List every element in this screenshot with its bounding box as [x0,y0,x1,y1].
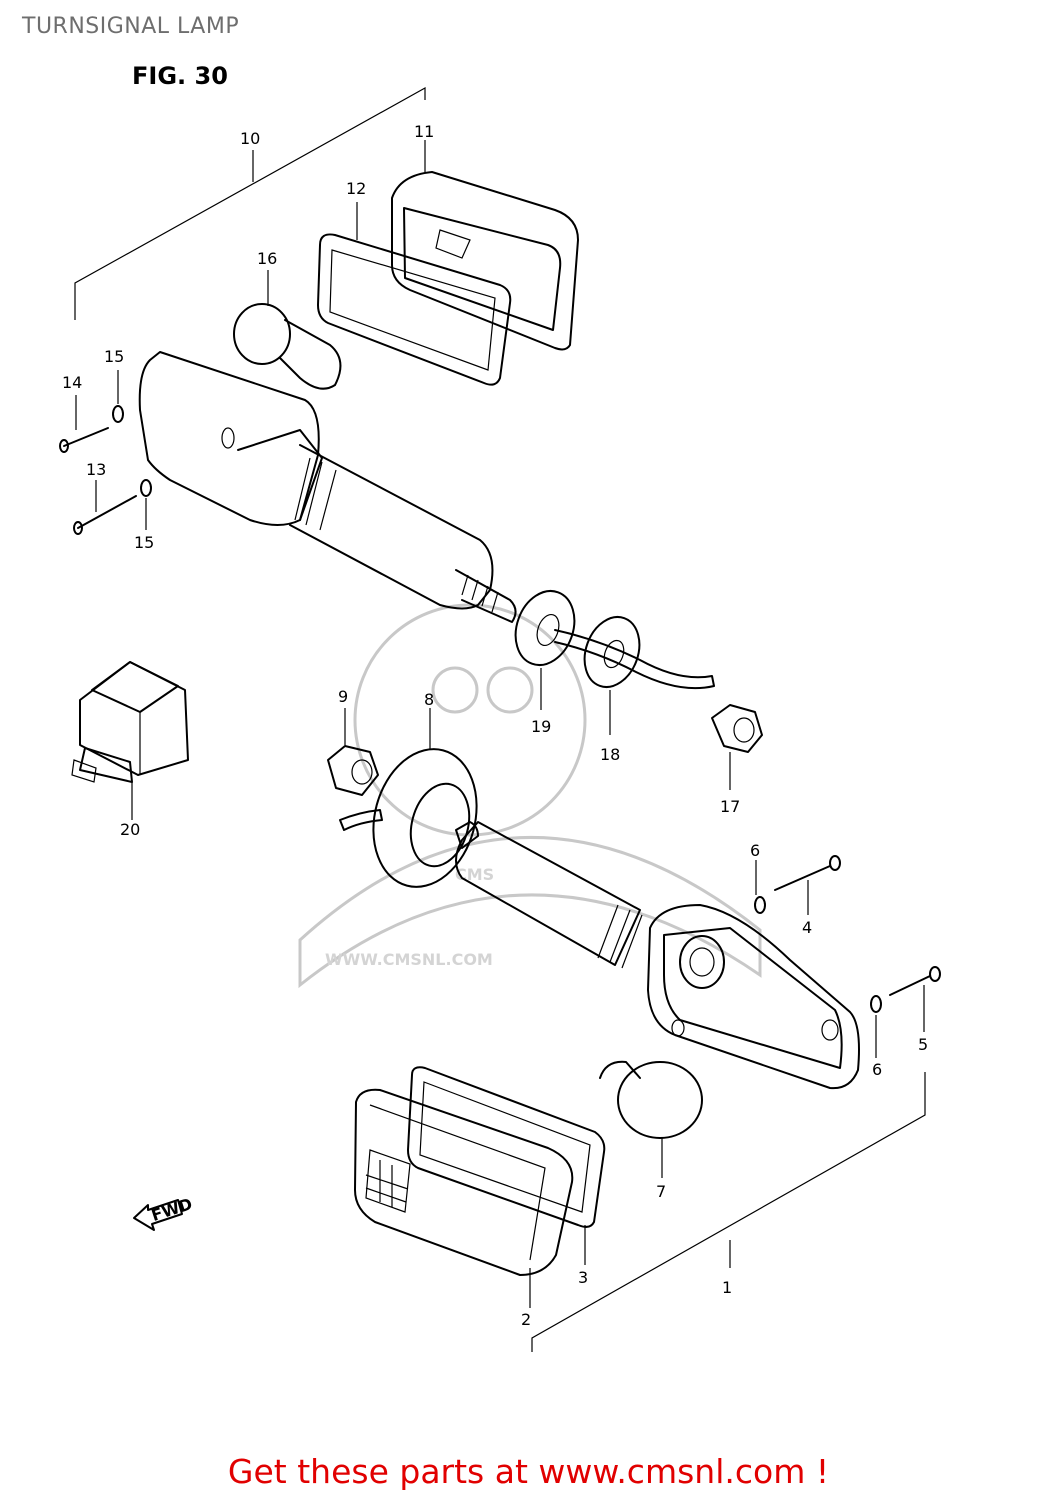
part-19-nut [514,590,576,710]
callout-17: 17 [720,797,740,816]
callout-8: 8 [424,690,434,709]
part-20-flasher-relay [71,661,189,820]
part-9-nut [327,708,379,796]
part-5-screw [889,966,941,1032]
callout-9: 9 [338,687,348,706]
part-6-washer-b [870,995,882,1058]
callout-18: 18 [600,745,620,764]
part-7-bulb [599,1060,703,1178]
callout-16: 16 [257,249,277,268]
page-title: TURNSIGNAL LAMP [22,14,240,39]
part-8-gasket [372,708,478,888]
lower-housing [455,821,860,1090]
callout-11: 11 [414,122,434,141]
callout-6b: 6 [872,1060,882,1079]
callout-1: 1 [722,1278,732,1297]
footer-cta-link[interactable]: Get these parts at www.cmsnl.com ! [227,1452,830,1491]
part-17-nut [711,704,763,790]
callout-7: 7 [656,1182,666,1201]
part-14-screw [59,395,109,453]
part-11-lens [391,140,579,351]
fwd-label: FWD [149,1194,195,1225]
watermark-site-text: WWW.CMSNL.COM [325,950,493,969]
part-6-washer-a [754,860,766,914]
figure-label: FIG. 30 [132,62,228,90]
part-16-bulb [233,270,342,390]
callout-19: 19 [531,717,551,736]
part-15-washer-b [140,479,152,530]
part-3-gasket [407,1066,606,1265]
callout-4: 4 [802,918,812,937]
part-12-gasket [317,202,512,386]
callout-15a: 15 [104,347,124,366]
callout-14: 14 [62,373,82,392]
part-18-washer [583,616,641,735]
part-2-lens [354,1088,574,1308]
callout-labels: 1 2 3 4 5 6 6 7 8 9 10 11 12 13 14 15 15… [62,122,928,1329]
callout-20: 20 [120,820,140,839]
assembly-bracket-lower [531,1072,926,1352]
upper-housing [138,351,517,623]
watermark: CMS WWW.CMSNL.COM [298,603,762,989]
watermark-logo-text: CMS [455,865,494,884]
part-15-washer-a [112,370,124,423]
callout-13: 13 [86,460,106,479]
part-4-screw [774,855,841,915]
callout-3: 3 [578,1268,588,1287]
wire-upper [554,629,715,690]
callout-2: 2 [521,1310,531,1329]
callout-6a: 6 [750,841,760,860]
fwd-direction-arrow: FWD [133,1194,195,1231]
part-13-screw [73,480,137,535]
callout-15b: 15 [134,533,154,552]
exploded-view-drawing: CMS WWW.CMSNL.COM [59,86,941,1352]
assembly-bracket-upper [74,86,426,320]
wire-lower [339,809,383,831]
callout-5: 5 [918,1035,928,1054]
callout-12: 12 [346,179,366,198]
watermark-mascot-outline [353,603,587,837]
callout-10: 10 [240,129,260,148]
